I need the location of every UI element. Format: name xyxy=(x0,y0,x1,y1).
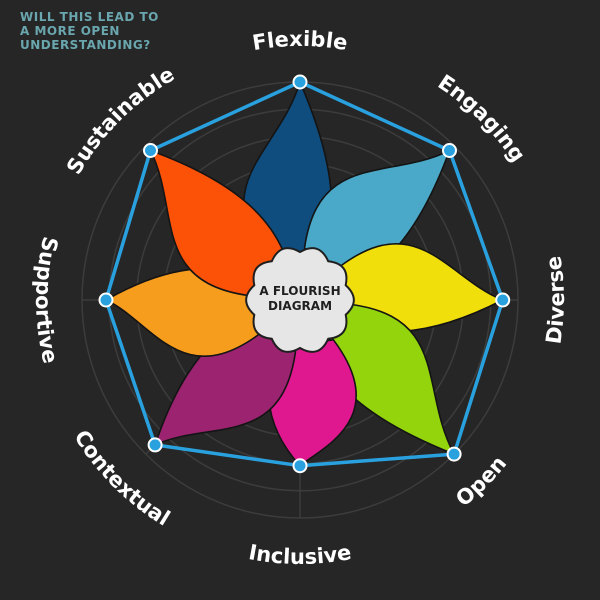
petals xyxy=(105,81,504,467)
marker-engaging xyxy=(442,143,457,158)
marker-supportive xyxy=(98,292,114,308)
axis-label-inclusive: Inclusive xyxy=(247,540,353,569)
axis-label-supportive: Supportive xyxy=(31,234,62,365)
axis-label-flexible: Flexible xyxy=(251,27,350,55)
marker-sustainable xyxy=(143,143,158,158)
marker-flexible xyxy=(292,74,308,90)
marker-contextual xyxy=(147,437,163,453)
center-cloud: A FLOURISH DIAGRAM xyxy=(245,247,355,353)
axis-label-open: Open xyxy=(451,451,511,511)
question-text: WILL THIS LEAD TO A MORE OPEN UNDERSTAND… xyxy=(20,10,159,52)
center-cloud-shape xyxy=(245,247,355,353)
marker-diverse xyxy=(495,292,511,308)
marker-inclusive xyxy=(292,458,308,474)
axis-markers xyxy=(98,74,511,474)
center-label-line-1: A FLOURISH xyxy=(259,284,340,298)
center-label-line-2: DIAGRAM xyxy=(268,299,332,313)
axis-label-diverse: Diverse xyxy=(541,255,569,346)
marker-open xyxy=(446,446,462,462)
